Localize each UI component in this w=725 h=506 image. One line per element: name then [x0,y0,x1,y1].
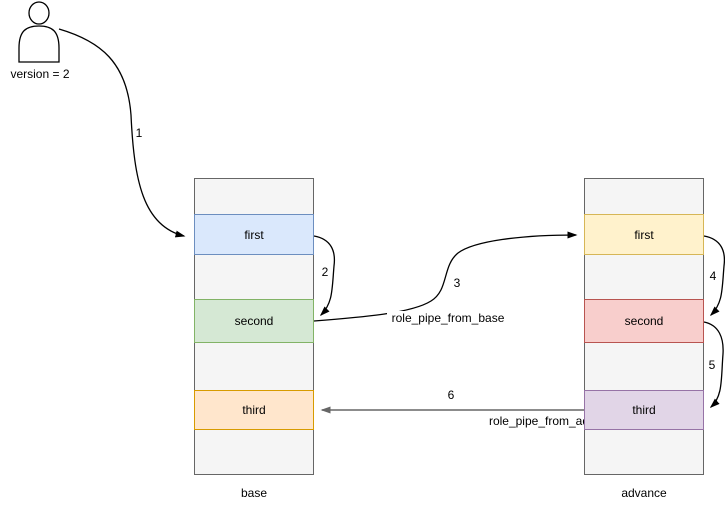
arrow-advance-second-to-advance-third [703,321,724,409]
edge-label-role-pipe-from-base: role_pipe_from_base [387,311,509,325]
arrow-base-second-to-advance-first [313,231,578,322]
row-base-second: second [194,299,314,343]
arrow-5-number: 5 [708,358,716,372]
advance-table-title: advance [621,486,667,500]
entity-advance: first second third [584,178,704,475]
row-advance-first-label: first [634,227,654,242]
base-table-title: base [240,486,268,500]
arrow-advance-first-to-advance-second [703,235,725,317]
row-advance-third: third [584,390,704,430]
base-spacer-row [194,254,314,300]
advance-spacer-row [584,178,704,215]
user-actor-icon [18,1,60,63]
arrow-1-number: 1 [135,126,143,140]
base-spacer-row [194,342,314,391]
arrow-3-number: 3 [453,276,461,290]
row-advance-second-label: second [624,314,664,328]
row-base-first: first [194,214,314,255]
row-advance-first: first [584,214,704,255]
arrow-6-number: 6 [447,388,455,402]
arrow-user-to-base-first [58,28,186,238]
advance-spacer-row [584,429,704,475]
advance-spacer-row [584,342,704,391]
base-spacer-row [194,178,314,215]
base-spacer-row [194,429,314,475]
actor-version-label: version = 2 [10,67,70,81]
row-advance-second: second [584,299,704,343]
advance-spacer-row [584,254,704,300]
arrow-2-number: 2 [321,265,329,279]
arrow-4-number: 4 [709,269,717,283]
row-base-third-label: third [242,403,266,417]
arrow-base-first-to-base-second [313,235,336,317]
row-base-second-label: second [234,314,274,328]
row-advance-third-label: third [632,403,656,417]
row-base-third: third [194,390,314,430]
row-base-first-label: first [244,227,264,242]
entity-base: first second third [194,178,314,475]
